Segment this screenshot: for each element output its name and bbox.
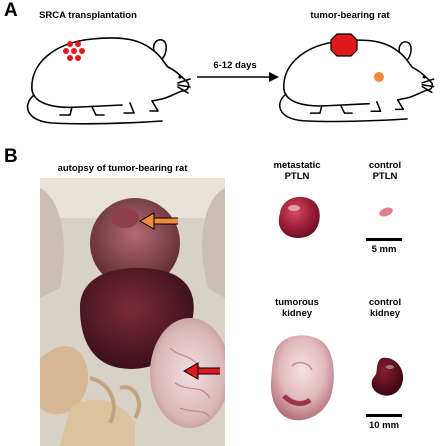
- scale-bar-top: [366, 238, 402, 241]
- metastasis-dot-icon: [374, 72, 384, 82]
- autopsy-photo: [40, 178, 225, 446]
- autopsy-caption: autopsy of tumor-bearing rat: [57, 163, 188, 174]
- metastatic-ptln-caption-line1: metastatic: [273, 160, 321, 171]
- scale-bar-bottom-label: 10 mm: [368, 420, 400, 431]
- panel-a-label: A: [4, 0, 18, 21]
- control-ptln-caption-line1: control: [368, 160, 402, 171]
- duration-caption: 6-12 days: [213, 60, 257, 71]
- control-kidney-photo: [371, 357, 404, 396]
- tumorous-kidney-caption-line1: tumorous: [275, 297, 319, 308]
- metastatic-ptln-photo: [270, 188, 330, 248]
- tumorous-kidney-caption-line2: kidney: [281, 308, 313, 319]
- control-ptln-photo: [379, 207, 393, 217]
- time-arrow: [197, 72, 279, 82]
- tumorous-kidney-photo: [262, 326, 342, 426]
- metastatic-ptln-caption-line2: PTLN: [284, 171, 310, 182]
- tumor-mass-icon: [330, 33, 358, 57]
- control-ptln-caption-line2: PTLN: [372, 171, 398, 182]
- panel-b-label: B: [4, 146, 18, 167]
- srca-transplantation-caption: SRCA transplantation: [39, 10, 137, 21]
- scale-bar-top-label: 5 mm: [371, 244, 397, 255]
- tumor-bearing-rat-caption: tumor-bearing rat: [310, 10, 390, 21]
- control-kidney-caption-line2: kidney: [369, 308, 401, 319]
- srca-cell-dots: [63, 41, 85, 61]
- rat-illustration-left: [26, 37, 191, 125]
- control-kidney-caption-line1: control: [368, 297, 402, 308]
- scale-bar-bottom: [366, 414, 402, 417]
